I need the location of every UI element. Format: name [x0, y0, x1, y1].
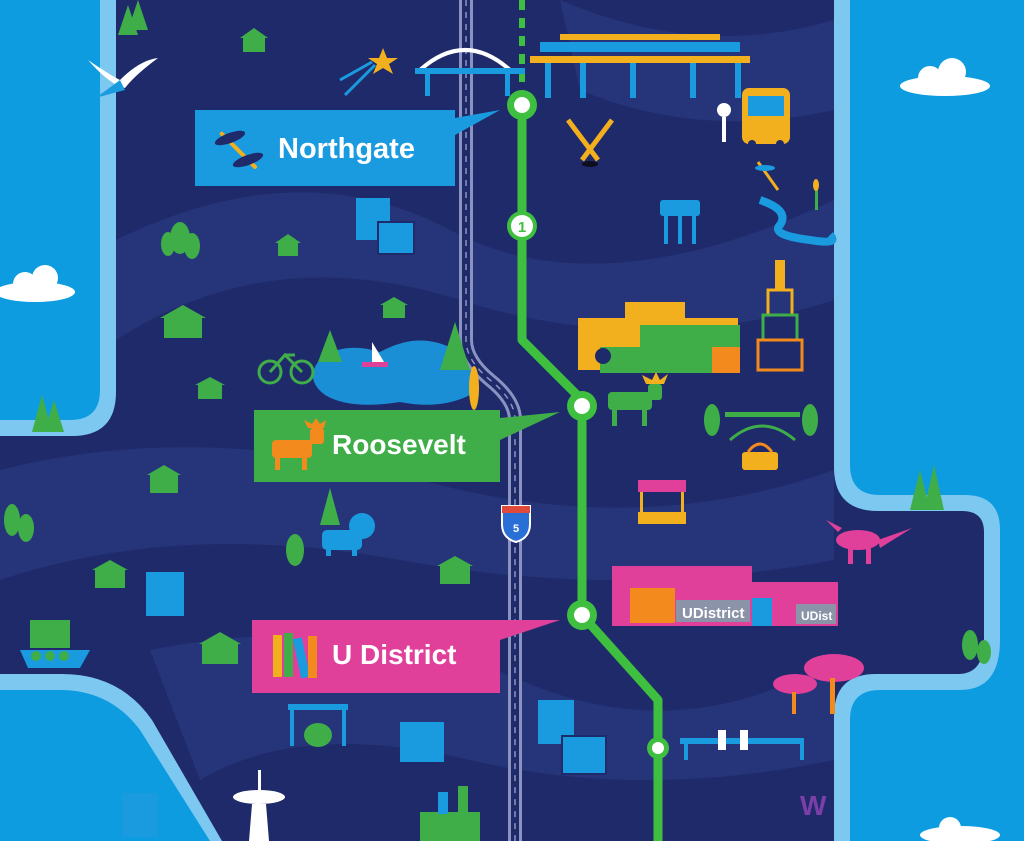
station-label-u-district: U District: [332, 639, 456, 670]
station-building-icon: [530, 34, 750, 98]
station-roosevelt[interactable]: [567, 391, 597, 421]
hill-band: [0, 447, 834, 580]
tree-icon: [962, 630, 991, 664]
bicycle-icon: [257, 352, 315, 385]
picnic-basket-icon: [742, 442, 778, 470]
callout-northgate[interactable]: Northgate: [195, 110, 500, 186]
space-needle-icon: [233, 770, 285, 841]
stadium-bridge-icon: [680, 730, 804, 760]
apartment-building-icon: [122, 793, 158, 837]
bus-stop-icon: [717, 103, 731, 142]
tree-icon: [704, 404, 818, 436]
building-sign-udist: UDist: [801, 609, 832, 623]
eagle-icon: [88, 58, 158, 98]
building-sign-udistrict: UDistrict: [682, 605, 745, 622]
callout-roosevelt[interactable]: Roosevelt: [254, 410, 560, 482]
tree-icon: [286, 488, 340, 566]
station-next[interactable]: [647, 737, 669, 759]
interstate-number: 5: [513, 523, 519, 535]
callout-u-district[interactable]: U District: [252, 620, 560, 693]
troll-icon: [288, 704, 348, 747]
tree-icon: [910, 465, 944, 510]
sailboat-icon: [362, 342, 388, 367]
arch-bridge-icon: [725, 412, 800, 442]
university-logo-text: W: [800, 790, 827, 821]
university-logo-icon: W: [800, 790, 827, 821]
apartment-building-icon: [538, 700, 607, 775]
tower-icon: [756, 260, 804, 372]
water-tower-icon: [660, 200, 700, 244]
u-district-building: UDistrict: [612, 566, 752, 626]
line-badge: 1: [507, 211, 537, 241]
tree-icon: [161, 222, 200, 259]
light-rail-line: [517, 105, 663, 841]
house-icon: [92, 560, 128, 588]
viking-ship-icon: [20, 620, 90, 668]
house-icon: [199, 632, 241, 664]
line-number: 1: [518, 219, 526, 236]
apartment-building-icon: [400, 722, 444, 762]
bus-icon: [742, 88, 790, 148]
bridge-icon: [415, 48, 525, 96]
market-stand-icon: [638, 480, 686, 524]
house-icon: [147, 465, 181, 493]
house-icon: [437, 556, 473, 584]
dragonfly-icon: [214, 130, 264, 169]
house-icon: [275, 234, 301, 256]
dinosaur-icon: [826, 520, 912, 564]
house-icon: [240, 28, 268, 52]
house-icon: [160, 305, 206, 338]
tree-icon: [318, 322, 470, 370]
house-icon: [195, 377, 225, 399]
small-dragonfly-icon: [755, 161, 780, 191]
tree-icon: [4, 504, 34, 542]
tree-icon: [32, 395, 64, 432]
shooting-star-icon: [339, 48, 398, 97]
school-building-icon: [578, 302, 740, 373]
factory-icon: [420, 786, 480, 841]
cloud-icon: [0, 265, 75, 302]
interstate-shield-icon: 5: [501, 505, 531, 544]
apartment-building-icon: [356, 198, 415, 255]
creek-icon: [758, 179, 837, 246]
station-u-district[interactable]: [567, 600, 597, 630]
apartment-building-icon: [146, 572, 184, 616]
tree-icon: [118, 0, 148, 35]
surfboard-icon: [469, 366, 479, 410]
cherry-trees-icon: [773, 654, 864, 714]
station-label-northgate: Northgate: [278, 133, 415, 165]
cloud-icon: [900, 58, 990, 96]
moose-statue-icon: [608, 372, 668, 426]
moose-icon: [272, 418, 326, 470]
lion-statue-icon: [322, 513, 375, 556]
hockey-sticks-icon: [566, 118, 614, 167]
station-northgate[interactable]: [507, 90, 537, 120]
books-icon: [273, 633, 317, 679]
u-district-building-2: UDist: [752, 582, 838, 626]
station-label-roosevelt: Roosevelt: [332, 429, 466, 460]
house-icon: [380, 297, 408, 318]
lake: [312, 340, 473, 405]
cloud-icon: [920, 817, 1000, 841]
highway-i5: [459, 0, 522, 841]
